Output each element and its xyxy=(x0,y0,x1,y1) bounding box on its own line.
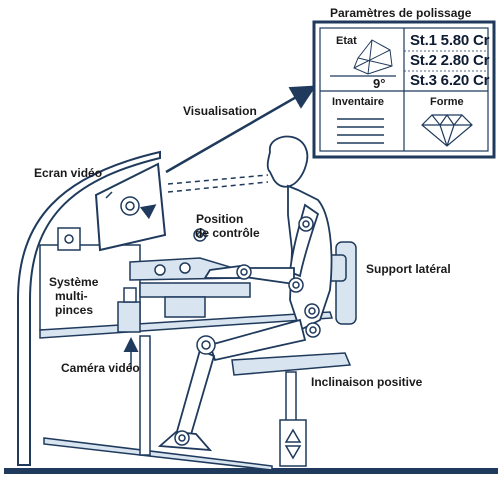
forme-label: Forme xyxy=(430,96,464,108)
visualisation-arrow xyxy=(165,85,317,174)
sight-line-upper xyxy=(167,174,269,185)
control-tray xyxy=(139,282,251,298)
cabinet-box xyxy=(57,227,81,251)
screen-lens xyxy=(120,196,140,216)
label-pinces: pinces xyxy=(55,303,94,317)
angle-value: 9° xyxy=(373,76,386,91)
workstation-housing xyxy=(17,150,161,466)
info-panel xyxy=(312,20,496,159)
camera-top xyxy=(123,287,137,303)
label-camera-video: Caméra vidéo xyxy=(61,361,140,375)
diamond-shape-icon xyxy=(421,113,473,147)
inventaire-label: Inventaire xyxy=(332,96,384,108)
label-ecran-video: Ecran vidéo xyxy=(34,166,103,180)
control-pedestal xyxy=(164,296,206,318)
operator-joints xyxy=(174,216,321,446)
footrest xyxy=(43,437,273,471)
label-inclinaison: Inclinaison positive xyxy=(311,375,423,389)
label-visualisation: Visualisation xyxy=(183,104,257,118)
panel-title: Paramètres de polissage xyxy=(330,6,472,20)
chair-post xyxy=(285,371,297,423)
camera-body xyxy=(117,301,141,333)
chair-seat xyxy=(231,352,352,376)
desk xyxy=(39,311,334,339)
desk-leg xyxy=(139,335,151,456)
sight-line-lower xyxy=(167,181,269,193)
label-multi: multi- xyxy=(55,289,88,303)
label-de-controle: de contrôle xyxy=(195,226,260,240)
inventory-lines xyxy=(337,118,384,144)
label-support-lateral: Support latéral xyxy=(366,262,451,276)
label-position: Position xyxy=(196,212,244,226)
station-2: St.2 2.80 Cr xyxy=(410,52,490,69)
height-arrow xyxy=(284,428,302,460)
video-screen xyxy=(94,162,167,252)
station-3: St.3 6.20 Cr xyxy=(410,72,490,89)
station-1: St.1 5.80 Cr xyxy=(410,32,490,49)
label-systeme: Système xyxy=(49,275,99,289)
floor xyxy=(4,468,498,474)
cabinet-knob xyxy=(64,234,74,244)
diamond-sketch xyxy=(353,39,393,75)
etat-label: Etat xyxy=(336,35,357,47)
